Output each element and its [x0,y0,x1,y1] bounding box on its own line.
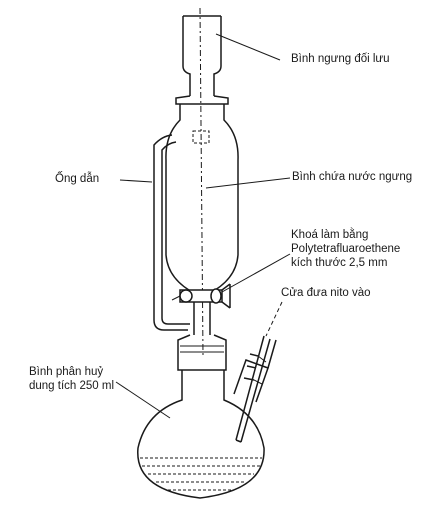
side-tube [153,134,190,331]
label-nitrogen-inlet: Cửa đưa nito vào [281,287,371,299]
label-side-tube: Ống dẫn [55,173,100,185]
centre-axis [199,7,204,356]
reflux-condenser [175,15,229,105]
stopcock [171,283,231,335]
label-condensate-reservoir: Bình chứa nước ngưng [292,171,413,183]
label-stopcock-1: Khoá làm bằng [291,229,369,241]
label-flask-1: Bình phân huỷ [29,366,104,378]
leader-lines [115,33,291,419]
decomposition-flask [137,370,265,499]
nitrogen-inlet-neck [233,335,277,443]
label-stopcock-3: kích thước 2,5 mm [291,257,388,269]
lower-joint [177,334,227,371]
label-reflux-condenser: Bình ngưng đối lưu [291,53,390,65]
label-stopcock-2: Polytetrafluaroethene [291,243,401,255]
label-flask-2: dung tích 250 ml [29,380,115,392]
